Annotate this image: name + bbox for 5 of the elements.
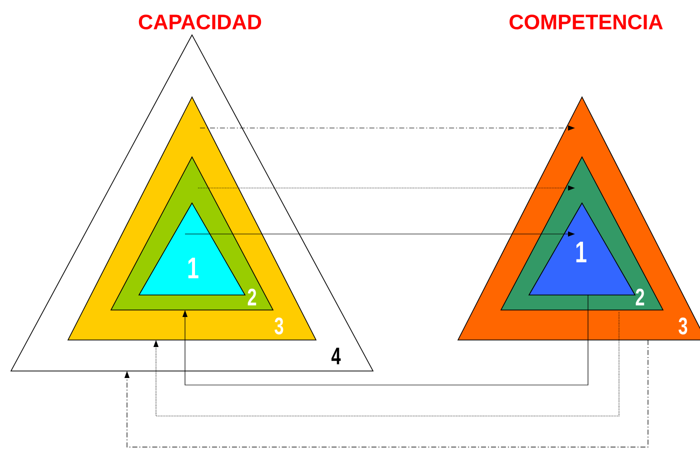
title: CAPACIDAD: [138, 14, 262, 30]
arrow: [182, 294, 588, 386]
arrow: [153, 312, 620, 416]
arrow: [124, 340, 648, 448]
title: COMPETENCIA: [510, 14, 663, 30]
